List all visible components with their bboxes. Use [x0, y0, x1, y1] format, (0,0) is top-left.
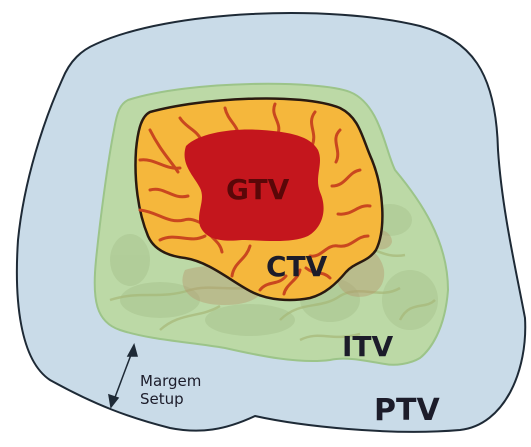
setup-margin-label-line1: Margem	[140, 372, 201, 390]
gtv-label: GTV	[226, 173, 290, 206]
setup-margin-label-line2: Setup	[140, 390, 184, 408]
ptv-label: PTV	[374, 393, 440, 428]
ctv-label: CTV	[266, 250, 328, 283]
itv-label: ITV	[342, 330, 394, 363]
